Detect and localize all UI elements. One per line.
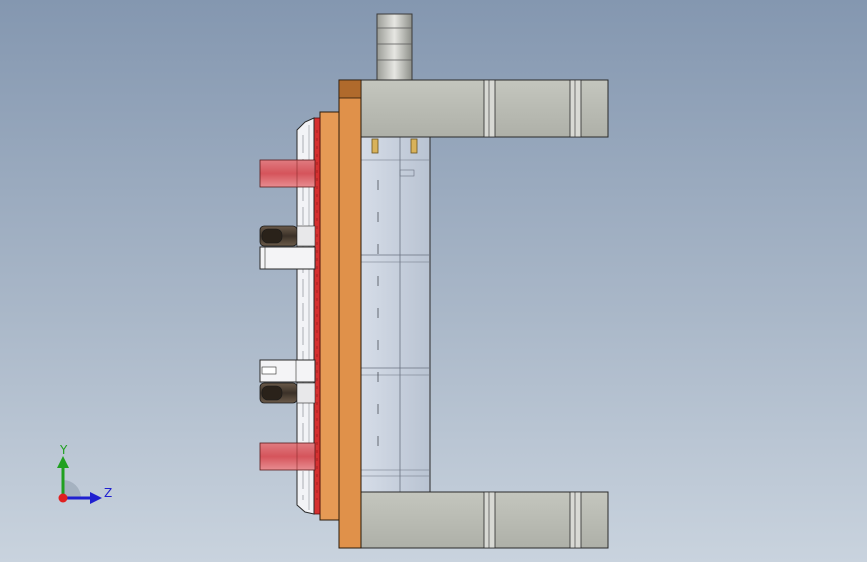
sprue-nozzle[interactable] <box>376 13 413 83</box>
bottom-clamp-block[interactable] <box>359 491 609 549</box>
brass-bushing-left[interactable] <box>371 138 379 154</box>
y-axis-arrow <box>57 456 69 468</box>
z-axis-label: Z <box>104 486 113 500</box>
z-axis-arrow <box>90 492 102 504</box>
orange-b-plate[interactable] <box>319 111 340 521</box>
return-pin-top[interactable] <box>259 159 316 188</box>
x-axis-dot <box>58 493 68 503</box>
top-clamp-block[interactable] <box>359 79 609 138</box>
core-insert[interactable] <box>359 136 431 493</box>
return-pin-bottom[interactable] <box>259 442 316 471</box>
brass-bushing-right[interactable] <box>410 138 418 154</box>
axis-triad-icon <box>57 456 102 504</box>
orange-clamp-plate[interactable] <box>338 79 362 549</box>
guide-bushing-bottom[interactable] <box>259 382 316 404</box>
y-axis-label: Y <box>60 443 68 457</box>
slider-block-bottom[interactable] <box>259 359 316 383</box>
axis-triad: Y Z <box>40 440 120 510</box>
slider-block-top[interactable] <box>259 246 316 270</box>
guide-bushing-top[interactable] <box>259 225 316 247</box>
cavity-plate[interactable] <box>296 117 315 515</box>
